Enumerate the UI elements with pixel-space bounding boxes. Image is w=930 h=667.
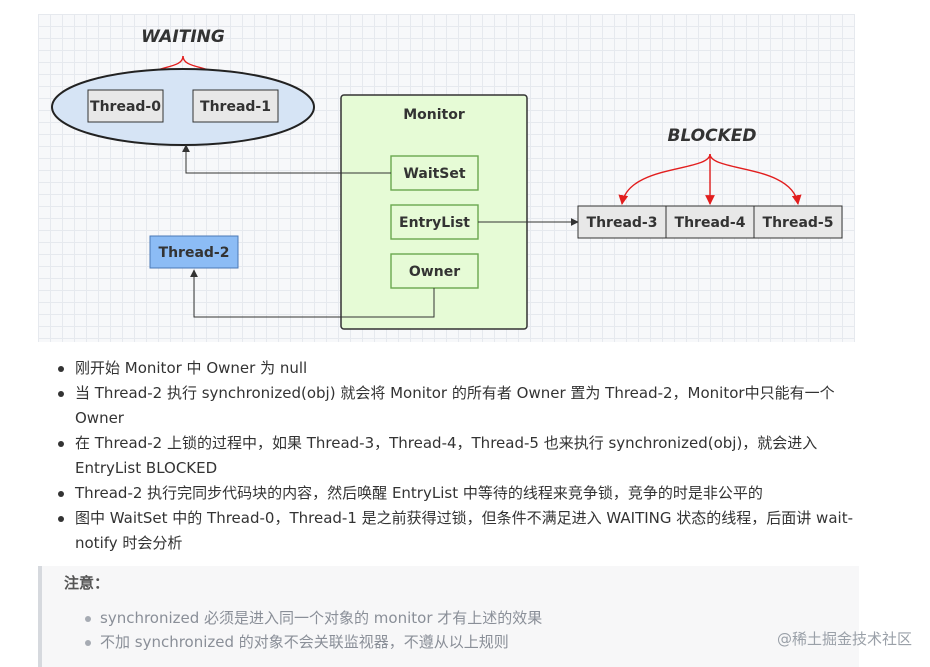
note-blockquote: 注意： synchronized 必须是进入同一个对象的 monitor 才有上… bbox=[38, 566, 859, 667]
thread-5-label: Thread-5 bbox=[763, 215, 834, 231]
thread-3-label: Thread-3 bbox=[587, 215, 658, 231]
note-item: 不加 synchronized 的对象不会关联监视器，不遵从以上规则 bbox=[80, 630, 542, 654]
blocked-red-arrow-right bbox=[709, 153, 802, 205]
monitor-diagram: WAITING Thread-0 Thread-1 Monitor WaitSe… bbox=[38, 14, 855, 342]
thread-1-box bbox=[192, 89, 279, 123]
list-item: 刚开始 Monitor 中 Owner 为 null bbox=[52, 356, 872, 381]
list-item: 在 Thread-2 上锁的过程中，如果 Thread-3，Thread-4，T… bbox=[52, 431, 872, 481]
monitor-title: Monitor bbox=[403, 107, 465, 123]
note-list: synchronized 必须是进入同一个对象的 monitor 才有上述的效果… bbox=[80, 606, 542, 654]
thread-0-label: Thread-0 bbox=[90, 99, 161, 115]
entrylist-label: EntryList bbox=[399, 215, 470, 231]
note-title: 注意： bbox=[64, 574, 110, 592]
owner-label: Owner bbox=[409, 264, 460, 280]
waitset-connector bbox=[182, 144, 391, 174]
list-item: Thread-2 执行完同步代码块的内容，然后唤醒 EntryList 中等待的… bbox=[52, 481, 872, 506]
thread-2-label: Thread-2 bbox=[159, 245, 230, 261]
thread-0-box bbox=[87, 89, 164, 123]
blocked-label: BLOCKED bbox=[667, 126, 756, 146]
list-item: 当 Thread-2 执行 synchronized(obj) 就会将 Moni… bbox=[52, 381, 872, 431]
thread-5-box bbox=[753, 205, 843, 239]
watermark: @稀土掘金技术社区 bbox=[776, 630, 912, 648]
waiting-label: WAITING bbox=[141, 27, 225, 47]
thread-1-label: Thread-1 bbox=[200, 99, 271, 115]
thread-4-label: Thread-4 bbox=[675, 215, 746, 231]
diagram-canvas: WAITING Thread-0 Thread-1 Monitor WaitSe… bbox=[51, 27, 843, 330]
blocked-red-arrow-left bbox=[618, 153, 711, 205]
explanation-list: 刚开始 Monitor 中 Owner 为 null 当 Thread-2 执行… bbox=[52, 356, 872, 556]
owner-connector bbox=[190, 269, 435, 318]
note-item: synchronized 必须是进入同一个对象的 monitor 才有上述的效果 bbox=[80, 606, 542, 630]
waitset-slot bbox=[390, 155, 479, 191]
thread-2-box bbox=[149, 235, 239, 269]
list-item: 图中 WaitSet 中的 Thread-0，Thread-1 是之前获得过锁，… bbox=[52, 506, 872, 556]
waitset-label: WaitSet bbox=[403, 166, 465, 182]
thread-3-box bbox=[577, 205, 667, 239]
